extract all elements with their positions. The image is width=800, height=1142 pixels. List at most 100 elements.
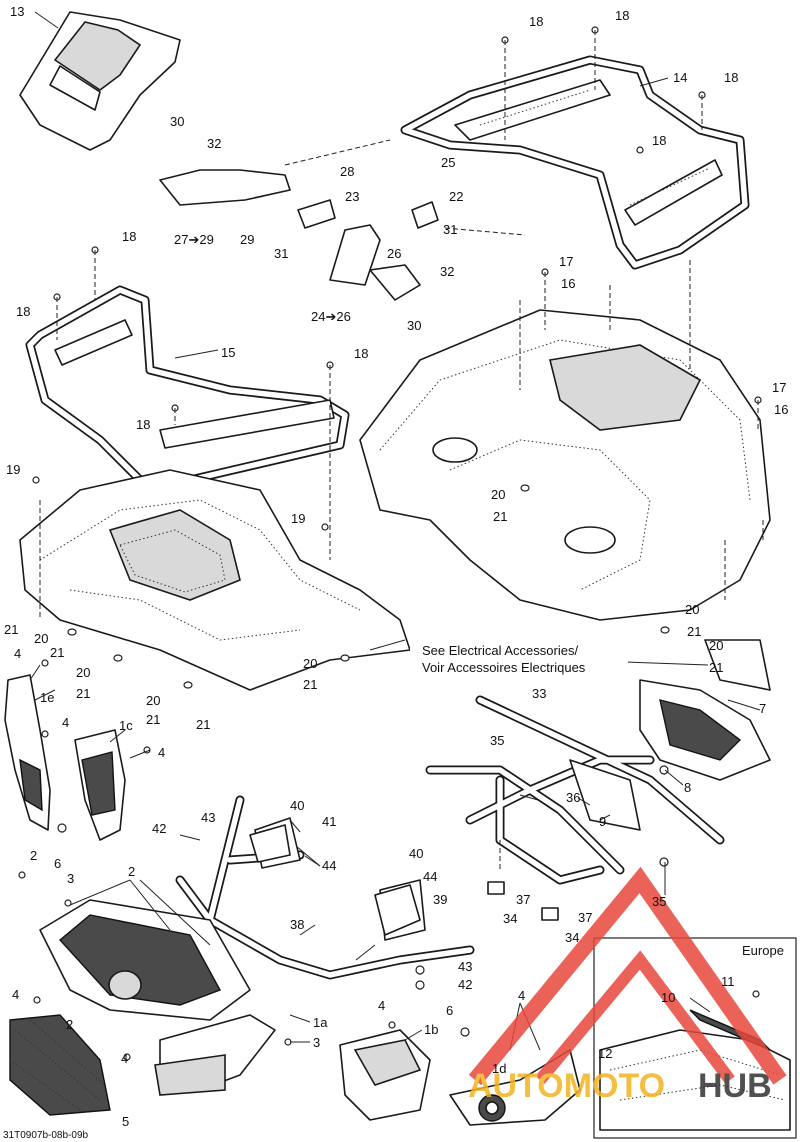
callout-21: 21: [709, 660, 723, 675]
callout-43: 43: [458, 959, 472, 974]
callout-35: 35: [490, 733, 504, 748]
callout-34: 34: [503, 911, 517, 926]
callout-18: 18: [16, 304, 30, 319]
callout-6: 6: [446, 1003, 453, 1018]
part-15-front-rack: [25, 285, 350, 485]
electrical-accessories-note: See Electrical Accessories/ Voir Accesso…: [410, 641, 628, 681]
part-2-front-grille: [39, 899, 251, 1021]
callout-18: 18: [136, 417, 150, 432]
callout-31: 31: [274, 246, 288, 261]
part-34-clips: [487, 881, 559, 921]
callout-15: 15: [221, 345, 235, 360]
callout-21: 21: [76, 686, 90, 701]
callouts: 13 14 15 18 18 18 18 18 18 18 18 30 32 2…: [4, 4, 788, 1129]
callout-21: 21: [4, 622, 18, 637]
callout-2: 2: [30, 848, 37, 863]
callout-42: 42: [458, 977, 472, 992]
callout-3: 3: [313, 1035, 320, 1050]
callout-9: 9: [599, 814, 606, 829]
callout-11: 11: [721, 974, 735, 989]
callout-42: 42: [152, 821, 166, 836]
callout-20: 20: [491, 487, 505, 502]
part-24-bracket: [329, 224, 421, 301]
reference-code: 31T0907b-08b-09b: [3, 1130, 89, 1141]
part-41-bracket: [249, 824, 291, 863]
callout-28: 28: [340, 164, 354, 179]
part-5-lower-grille: [9, 1014, 111, 1116]
callout-6: 6: [54, 856, 61, 871]
callout-1e: 1e: [40, 690, 54, 705]
rear-body-panel: [359, 309, 771, 621]
callout-8: 8: [684, 780, 691, 795]
note-line-1: See Electrical Accessories/: [422, 643, 578, 658]
callout-17: 17: [559, 254, 573, 269]
callout-7: 7: [759, 701, 766, 716]
callout-16: 16: [561, 276, 575, 291]
callout-22: 22: [449, 189, 463, 204]
callout-41: 41: [322, 814, 336, 829]
part-1b-lower-panel: [339, 1029, 431, 1121]
callout-4: 4: [12, 987, 19, 1002]
callout-32: 32: [440, 264, 454, 279]
callout-20: 20: [146, 693, 160, 708]
callout-21: 21: [493, 509, 507, 524]
callout-44: 44: [423, 869, 437, 884]
part-1e-side-panel: [4, 674, 51, 831]
callout-26: 26: [387, 246, 401, 261]
callout-30: 30: [170, 114, 184, 129]
part-39-bracket: [374, 884, 421, 936]
note-line-2: Voir Accessoires Electriques: [422, 660, 586, 675]
callout-44: 44: [322, 858, 336, 873]
callout-1b: 1b: [424, 1022, 438, 1037]
part-23-plate: [297, 199, 336, 229]
callout-31: 31: [443, 222, 457, 237]
part-22-plate: [411, 201, 439, 229]
part-27-bracket: [159, 169, 291, 206]
callout-1a: 1a: [313, 1015, 328, 1030]
callout-25: 25: [441, 155, 455, 170]
callout-39: 39: [433, 892, 447, 907]
callout-19: 19: [6, 462, 20, 477]
callout-4: 4: [62, 715, 69, 730]
part-7-tail-light: [639, 639, 771, 781]
callout-21: 21: [303, 677, 317, 692]
callout-2: 2: [128, 864, 135, 879]
callout-40: 40: [409, 846, 423, 861]
callout-4: 4: [518, 988, 525, 1003]
callout-32: 32: [207, 136, 221, 151]
callout-38: 38: [290, 917, 304, 932]
callout-29: 29: [240, 232, 254, 247]
callout-40: 40: [290, 798, 304, 813]
callout-18: 18: [529, 14, 543, 29]
callout-20: 20: [303, 656, 317, 671]
callout-18: 18: [652, 133, 666, 148]
callout-18: 18: [122, 229, 136, 244]
callout-18: 18: [724, 70, 738, 85]
part-13-front-fascia: [19, 11, 181, 151]
callout-37: 37: [516, 892, 530, 907]
callout-21: 21: [687, 624, 701, 639]
callout-10: 10: [661, 990, 675, 1005]
callout-4: 4: [121, 1051, 128, 1066]
callout-2: 2: [66, 1017, 73, 1032]
callout-3: 3: [67, 871, 74, 886]
callout-20: 20: [76, 665, 90, 680]
fasteners: [18, 26, 762, 1061]
callout-36: 36: [566, 790, 580, 805]
watermark-text-part2: HUB: [698, 1067, 772, 1105]
callout-35: 35: [652, 894, 666, 909]
callout-21: 21: [50, 645, 64, 660]
part-14-rear-rack: [400, 55, 750, 270]
callout-20: 20: [34, 631, 48, 646]
callout-20: 20: [685, 602, 699, 617]
front-body-panel: [19, 469, 411, 691]
callout-34: 34: [565, 930, 579, 945]
callout-18: 18: [615, 8, 629, 23]
callout-14: 14: [673, 70, 687, 85]
part-1a-lower-panel: [154, 1014, 276, 1096]
callout-33: 33: [532, 686, 546, 701]
callout-24-26: 24➔26: [311, 309, 351, 324]
callout-16: 16: [774, 402, 788, 417]
callout-1c: 1c: [119, 718, 133, 733]
callout-4: 4: [378, 998, 385, 1013]
